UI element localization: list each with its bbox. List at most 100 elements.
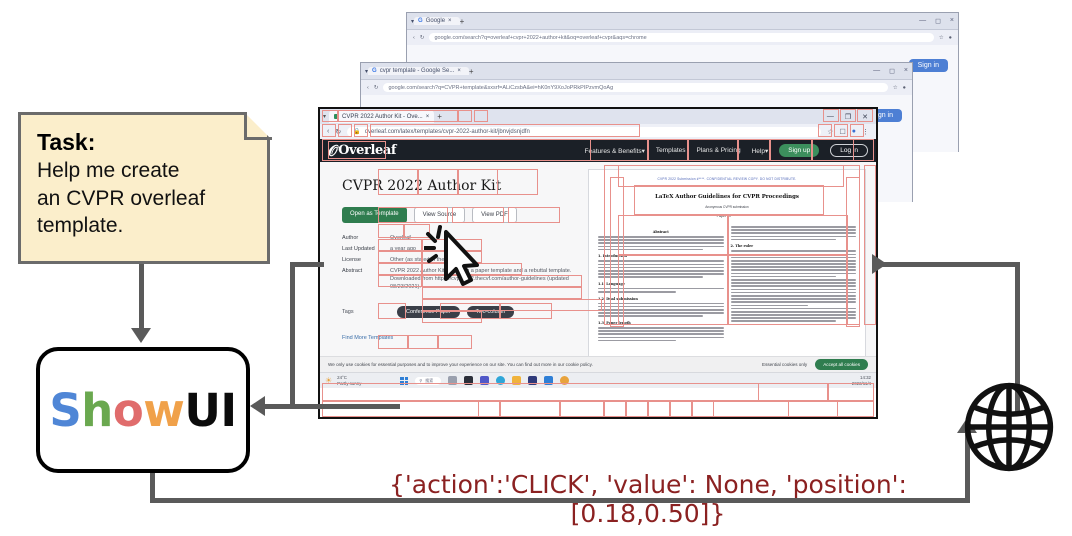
pdf-preview-column: CVPR 2022 Submission #****. CONFIDENTIAL… — [588, 162, 876, 388]
vscode-icon[interactable] — [544, 376, 554, 385]
view-pdf-button[interactable]: View PDF — [472, 207, 517, 223]
profile-icon[interactable]: ● — [902, 84, 906, 91]
new-tab-icon-1[interactable]: + — [459, 16, 465, 26]
nav-plans-pricing[interactable]: Plans & Pricing — [696, 147, 741, 154]
browser-tab[interactable]: CVPR 2022 Author Kit - Ove... × — [329, 110, 435, 123]
chevron-down-icon: ▾ — [764, 147, 769, 155]
main-browser-window[interactable]: ▾ CVPR 2022 Author Kit - Ove... × + — ❐ … — [318, 107, 878, 419]
edge-icon[interactable] — [496, 376, 506, 385]
cookie-actions: Essential cookies only Accept all cookie… — [762, 359, 868, 370]
pdf-section-the-ruler: 2. The ruler — [730, 244, 754, 249]
extensions-icon[interactable]: ☐ — [839, 128, 846, 136]
meta-value: Other (as stated in the work) — [390, 256, 460, 263]
maximize-icon[interactable]: ❐ — [844, 113, 852, 121]
back-icon[interactable]: ‹ — [413, 34, 415, 41]
bg-url-text-2[interactable]: google.com/search?q=CVPR+template&sxsrf=… — [383, 83, 888, 92]
arrow-model-to-env-bottom — [150, 498, 970, 503]
url-input[interactable]: 🔒 overleaf.com/latex/templates/cvpr-2022… — [347, 126, 822, 137]
open-as-template-button[interactable]: Open as Template — [342, 207, 407, 223]
task-note: Task: Help me create an CVPR overleaf te… — [18, 112, 270, 264]
find-more-templates-link[interactable]: Find More Templates — [342, 334, 394, 341]
showui-logo: ShowUI — [49, 383, 237, 437]
bg-urlbar-1[interactable]: ‹ ↻ google.com/search?q=overleaf+cvpr+20… — [407, 30, 958, 45]
pdf-section-dual-submission: 1.2. Dual submission — [598, 296, 638, 301]
essential-cookies-only-link[interactable]: Essential cookies only — [762, 362, 808, 367]
cursor-arrow-icon — [444, 230, 479, 286]
new-tab-icon[interactable]: + — [437, 112, 442, 121]
chart-app-icon[interactable] — [464, 376, 474, 385]
tags-label: Tags — [342, 308, 354, 315]
arrow-to-model-head — [250, 396, 265, 416]
nav-help[interactable]: Help▾ — [751, 147, 769, 155]
profile-icon[interactable]: ● — [851, 128, 856, 135]
bg-signin-button-1[interactable]: Sign in — [908, 59, 948, 72]
close-icon[interactable]: × — [457, 68, 461, 74]
showui-model-box[interactable]: ShowUI — [36, 347, 250, 473]
bg-tab-label-2: cvpr template - Google Se... — [379, 68, 455, 74]
meta-row-author: Author Overleaf — [342, 235, 576, 243]
bg-urlbar-2[interactable]: ‹ ↻ google.com/search?q=CVPR+template&sx… — [361, 80, 912, 95]
bg-url-text-1[interactable]: google.com/search?q=overleaf+cvpr+2022+a… — [429, 33, 934, 42]
bookmark-icon[interactable]: ☆ — [892, 84, 898, 91]
pdf-right-column: 2. The ruler — [730, 226, 856, 343]
accept-all-cookies-button[interactable]: Accept all cookies — [815, 359, 868, 370]
tag-two-column[interactable]: Two-column — [466, 305, 515, 318]
minimize-icon[interactable]: — — [826, 112, 834, 120]
browser-tab-label: CVPR 2022 Author Kit - Ove... — [342, 113, 423, 120]
profile-icon[interactable]: ● — [948, 34, 952, 41]
reload-icon[interactable]: ↻ — [373, 84, 379, 91]
chevron-down-icon[interactable]: ▾ — [323, 114, 327, 120]
pdf-paper-id: Paper ID **** — [716, 214, 738, 218]
taskbar-weather[interactable]: 24°C Partly sunny — [337, 375, 361, 386]
nav-templates[interactable]: Templates — [655, 147, 686, 154]
window-controls[interactable]: — ❐ ✕ — [827, 113, 873, 121]
meta-key: License — [342, 256, 361, 263]
windows-taskbar: ☀ 24°C Partly sunny ⚲ 搜索 — [320, 372, 876, 388]
bg-tab-2[interactable]: G cvpr template - Google Se... × — [368, 67, 469, 75]
clock-date: 2022/11/4 — [851, 380, 871, 386]
logo-letters-ui: UI — [184, 383, 237, 437]
nav-features-benefits[interactable]: Features & Benefits▾ — [584, 147, 645, 155]
clock-time: 14:32 — [860, 375, 871, 380]
close-icon[interactable]: × — [425, 113, 430, 120]
back-icon[interactable]: ‹ — [327, 128, 330, 135]
arrow-env-to-browser-vertical — [1015, 262, 1020, 412]
close-icon[interactable]: × — [448, 18, 452, 24]
close-window-icon[interactable]: ✕ — [862, 113, 868, 121]
onenote-icon[interactable] — [528, 376, 538, 385]
overleaf-brand-text: Overleaf — [338, 143, 397, 158]
chevron-down-icon[interactable]: ▾ — [411, 18, 415, 25]
meta-key: Last Updated — [342, 245, 375, 252]
pdf-page[interactable]: CVPR 2022 Submission #****. CONFIDENTIAL… — [588, 169, 866, 365]
taskview-icon[interactable] — [448, 376, 458, 385]
reload-icon[interactable]: ↻ — [419, 34, 425, 41]
new-tab-icon-2[interactable]: + — [468, 66, 474, 76]
reload-icon[interactable]: ↻ — [335, 128, 342, 136]
teams-icon[interactable] — [480, 376, 490, 385]
meta-key: Abstract — [342, 267, 363, 274]
browser-address-bar[interactable]: ‹ ↻ 🔒 overleaf.com/latex/templates/cvpr-… — [320, 124, 876, 139]
bookmark-icon[interactable]: ☆ — [938, 34, 944, 41]
taskbar-search[interactable]: ⚲ 搜索 — [415, 376, 442, 385]
login-button[interactable]: Log in — [830, 144, 868, 157]
start-button-icon[interactable] — [400, 376, 409, 385]
taskbar-clock[interactable]: 14:32 2022/11/4 — [852, 375, 871, 386]
arrow-model-to-env-left — [150, 470, 155, 501]
arrow-task-to-model-shaft — [139, 264, 144, 332]
bg-tab-1[interactable]: G Google × — [414, 17, 460, 25]
back-icon[interactable]: ‹ — [367, 84, 369, 91]
signup-button[interactable]: Sign up — [779, 144, 820, 157]
meta-value: a year ago — [390, 245, 416, 252]
tag-conference-paper[interactable]: Conference Paper — [397, 305, 460, 318]
page-title: CVPR 2022 Author Kit — [342, 178, 502, 194]
bookmark-icon[interactable]: ☆ — [827, 128, 834, 136]
bg-window-controls-1[interactable]: —◻× — [919, 17, 954, 25]
view-source-button[interactable]: View Source — [413, 207, 466, 223]
menu-icon[interactable]: ⋮ — [862, 128, 869, 136]
explorer-icon[interactable] — [512, 376, 522, 385]
bg-window-controls-2[interactable]: —◻× — [873, 67, 908, 75]
chrome-icon[interactable] — [560, 376, 570, 385]
chevron-down-icon[interactable]: ▾ — [365, 68, 369, 75]
url-text: overleaf.com/latex/templates/cvpr-2022-a… — [364, 128, 530, 135]
